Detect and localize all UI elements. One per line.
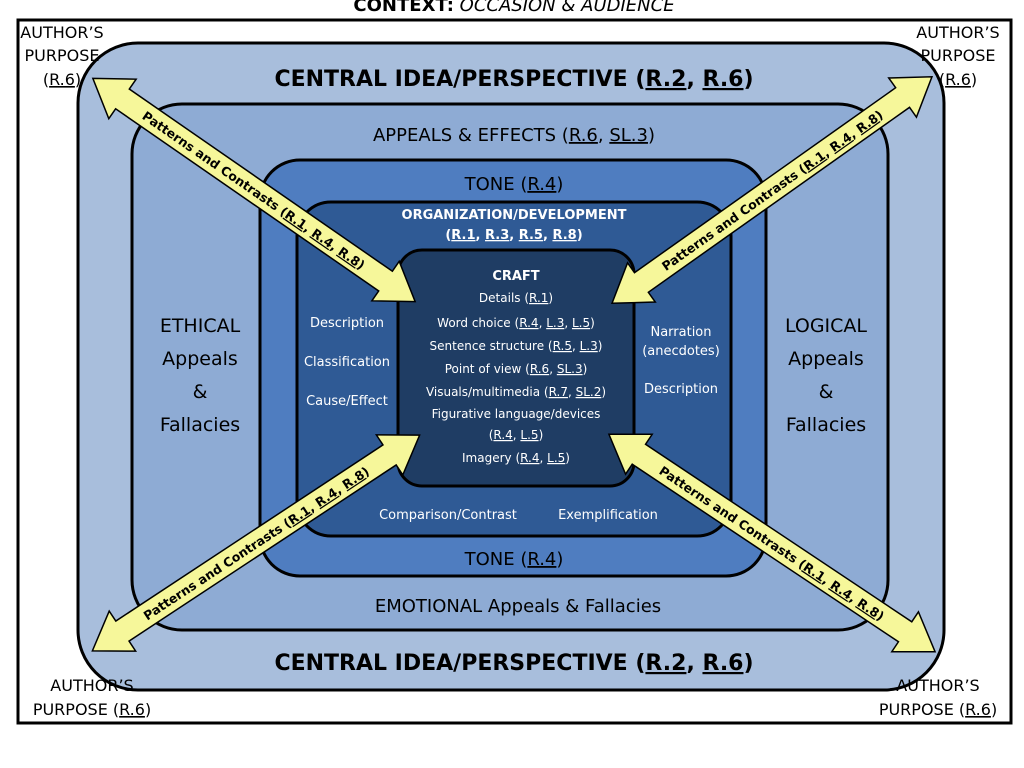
- corner-bottom-left: AUTHOR’S PURPOSE (R.6): [33, 676, 151, 719]
- svg-text:AUTHOR’S: AUTHOR’S: [896, 676, 979, 695]
- svg-text:Fallacies: Fallacies: [786, 414, 866, 436]
- svg-text:Cause/Effect: Cause/Effect: [306, 394, 388, 409]
- organization-label: ORGANIZATION/DEVELOPMENT (R.1, R.3, R.5,…: [402, 208, 627, 243]
- tone-bottom: TONE (R.4): [464, 549, 564, 570]
- svg-text:Comparison/Contrast: Comparison/Contrast: [379, 508, 517, 523]
- central-idea-top: CENTRAL IDEA/PERSPECTIVE (R.2, R.6): [274, 67, 753, 92]
- svg-text:PURPOSE (R.6): PURPOSE (R.6): [879, 700, 997, 719]
- svg-text:Appeals: Appeals: [788, 348, 864, 370]
- svg-text:PURPOSE: PURPOSE: [921, 46, 996, 65]
- svg-text:PURPOSE (R.6): PURPOSE (R.6): [33, 700, 151, 719]
- svg-text:(R.1, R.3, R.5, R.8): (R.1, R.3, R.5, R.8): [445, 228, 582, 243]
- emotional-appeals: EMOTIONAL Appeals & Fallacies: [375, 596, 661, 617]
- svg-text:Narration: Narration: [650, 325, 711, 340]
- svg-text:PURPOSE: PURPOSE: [25, 46, 100, 65]
- svg-text:CRAFT: CRAFT: [492, 269, 539, 284]
- left-modes: Description Classification Cause/Effect: [304, 316, 390, 409]
- central-idea-bottom: CENTRAL IDEA/PERSPECTIVE (R.2, R.6): [274, 651, 753, 676]
- svg-text:Word choice (R.4, L.3, L.5): Word choice (R.4, L.3, L.5): [437, 316, 595, 330]
- svg-text:Description: Description: [310, 316, 384, 331]
- svg-text:Sentence structure (R.5, L.3): Sentence structure (R.5, L.3): [430, 339, 603, 353]
- svg-text:Appeals: Appeals: [162, 348, 238, 370]
- svg-text:(R.6): (R.6): [939, 70, 977, 89]
- logical-appeals: LOGICAL Appeals & Fallacies: [785, 315, 867, 436]
- svg-text:Point of view (R.6, SL.3): Point of view (R.6, SL.3): [445, 362, 588, 376]
- appeals-effects-label: APPEALS & EFFECTS (R.6, SL.3): [373, 125, 655, 146]
- svg-text:LOGICAL: LOGICAL: [785, 315, 867, 337]
- svg-text:(anecdotes): (anecdotes): [642, 344, 720, 359]
- svg-text:ETHICAL: ETHICAL: [160, 315, 241, 337]
- ethical-appeals: ETHICAL Appeals & Fallacies: [160, 315, 241, 436]
- svg-text:Fallacies: Fallacies: [160, 414, 240, 436]
- svg-text:&: &: [193, 381, 208, 403]
- svg-text:Details (R.1): Details (R.1): [479, 291, 553, 305]
- craft-box: [396, 248, 636, 488]
- svg-text:Imagery (R.4, L.5): Imagery (R.4, L.5): [462, 451, 570, 465]
- svg-text:(R.6): (R.6): [43, 70, 81, 89]
- corner-top-left: AUTHOR’S PURPOSE (R.6): [20, 23, 103, 89]
- svg-text:Visuals/multimedia (R.7, SL.2): Visuals/multimedia (R.7, SL.2): [426, 385, 606, 399]
- svg-text:ORGANIZATION/DEVELOPMENT: ORGANIZATION/DEVELOPMENT: [402, 208, 627, 223]
- svg-text:&: &: [819, 381, 834, 403]
- svg-text:Classification: Classification: [304, 355, 390, 370]
- svg-text:AUTHOR’S: AUTHOR’S: [916, 23, 999, 42]
- corner-bottom-right: AUTHOR’S PURPOSE (R.6): [879, 676, 997, 719]
- bottom-modes: Comparison/Contrast Exemplification: [379, 508, 658, 523]
- svg-text:AUTHOR’S: AUTHOR’S: [50, 676, 133, 695]
- svg-text:Figurative language/devices: Figurative language/devices: [432, 407, 601, 421]
- svg-text:(R.4, L.5): (R.4, L.5): [489, 428, 544, 442]
- right-modes: Narration (anecdotes) Description: [642, 325, 720, 397]
- tone-top: TONE (R.4): [464, 174, 564, 195]
- svg-text:Exemplification: Exemplification: [558, 508, 658, 523]
- context-title: CONTEXT: OCCASION & AUDIENCE: [353, 0, 675, 16]
- corner-top-right: AUTHOR’S PURPOSE (R.6): [916, 23, 999, 89]
- svg-text:Description: Description: [644, 382, 718, 397]
- svg-text:AUTHOR’S: AUTHOR’S: [20, 23, 103, 42]
- craft-list: CRAFT Details (R.1) Word choice (R.4, L.…: [426, 269, 606, 465]
